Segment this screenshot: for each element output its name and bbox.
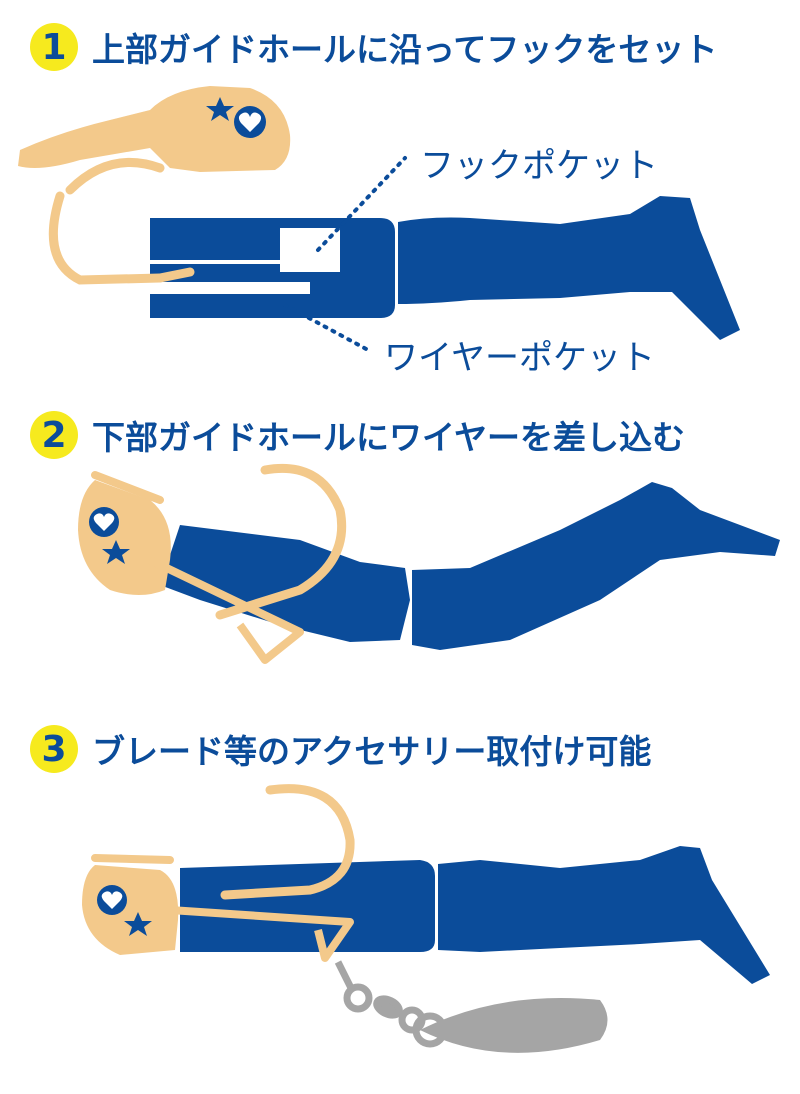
jig-head <box>78 471 304 664</box>
step-2-illustration <box>78 463 780 664</box>
jig-head <box>82 854 354 962</box>
soft-bait-body <box>160 482 780 650</box>
step-title-text: 下部ガイドホールにワイヤーを差し込む <box>92 418 686 457</box>
step-1-title: 1 上部ガイドホールに沿ってフックをセット <box>30 22 717 72</box>
star-icon <box>124 912 152 936</box>
wire-pocket-label: ワイヤーポケット <box>384 338 655 378</box>
heart-icon <box>238 112 262 132</box>
willow-blade <box>420 998 608 1053</box>
heart-icon <box>101 891 123 909</box>
step-title-text: 上部ガイドホールに沿ってフックをセット <box>92 30 718 69</box>
hook-pocket-label: フックポケット <box>420 146 658 186</box>
step-number-badge: 1 <box>30 23 78 71</box>
step-title-text: ブレード等のアクセサリー取付け可能 <box>92 732 652 771</box>
hook-pocket-leader <box>316 156 407 252</box>
step-3-title: 3 ブレード等のアクセサリー取付け可能 <box>30 724 651 774</box>
step-number-badge: 2 <box>30 411 78 459</box>
step-2-title: 2 下部ガイドホールにワイヤーを差し込む <box>30 410 685 460</box>
heart-icon <box>93 513 115 531</box>
star-icon <box>102 540 130 564</box>
step-3-illustration <box>82 784 770 1053</box>
star-icon <box>206 97 234 121</box>
jig-head <box>18 86 291 285</box>
step-number-badge: 3 <box>30 725 78 773</box>
swivel <box>334 960 448 1048</box>
step-1-illustration <box>18 86 740 352</box>
soft-bait-body <box>150 196 740 340</box>
soft-bait-body <box>180 846 770 984</box>
wire-pocket <box>150 282 310 294</box>
hook-shank <box>220 784 355 900</box>
hook-shank <box>215 463 347 620</box>
wire-pocket-leader <box>283 303 370 352</box>
